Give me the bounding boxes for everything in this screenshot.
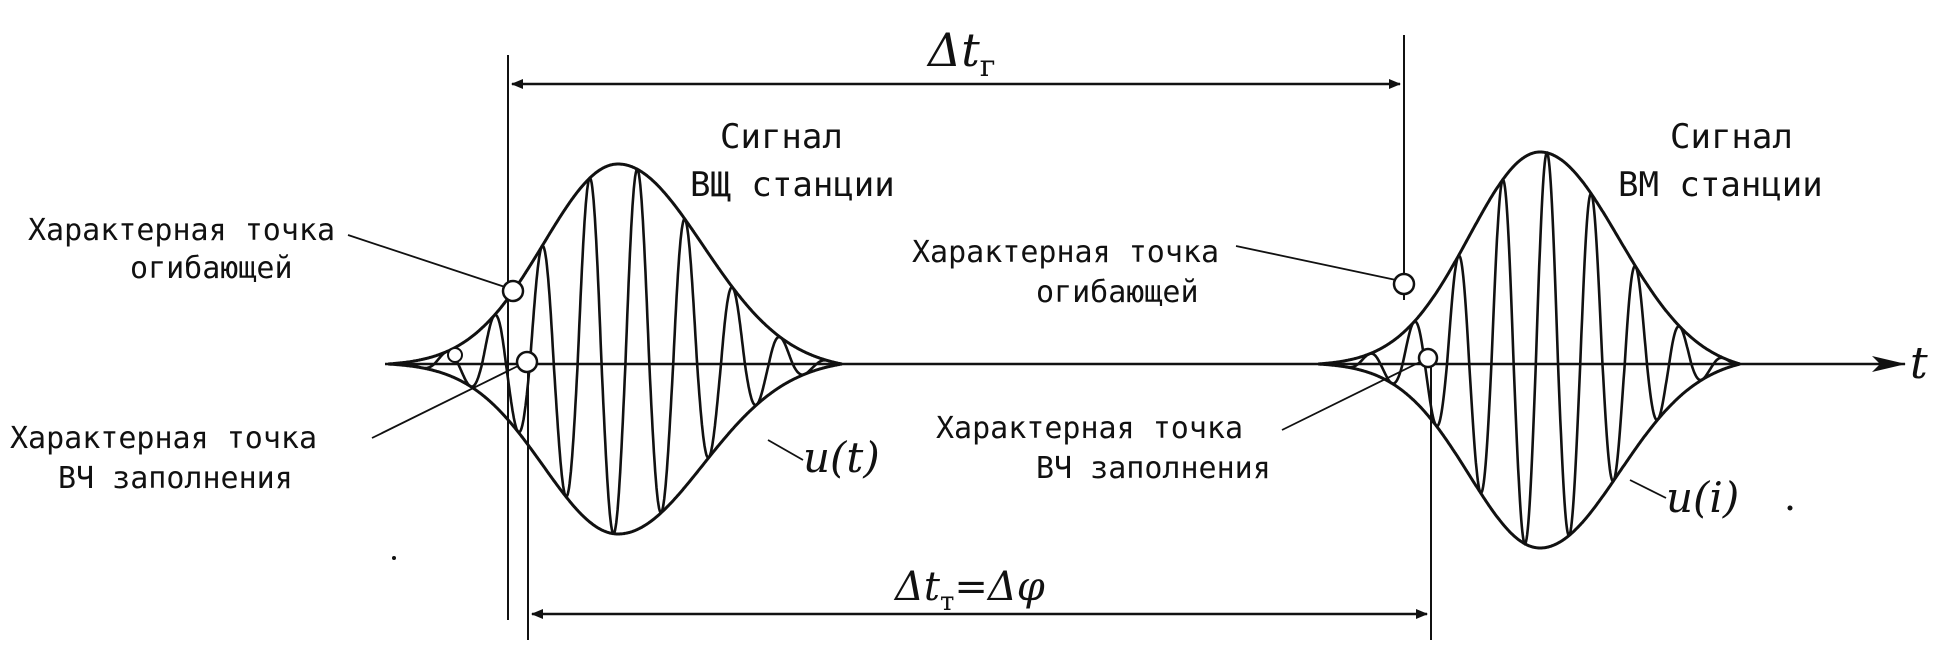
signal-2-hf-leader: [1281, 361, 1421, 431]
signal-1-envelope-point-label-line2: огибающей: [130, 251, 293, 286]
signal-2-envelope-leader: [1235, 245, 1397, 281]
tt-label: Δtт=Δφ: [893, 564, 1045, 617]
signal-1-envelope-leader: [347, 234, 506, 288]
signal-1-envelope-upper: [388, 162, 843, 366]
signal-1-title-line2: ВЩ станции: [690, 165, 895, 205]
speck: [392, 556, 396, 560]
tg-label: Δtг: [926, 23, 995, 84]
signal-1-hf-leader: [371, 365, 519, 439]
signal-2-envelope-point: [1392, 272, 1416, 296]
signal-1-small-point: [447, 347, 463, 363]
signal-1-waveform-leader: [767, 439, 804, 461]
signal-2-pulse: [1318, 150, 1741, 550]
signal-2-waveform-label: u(i): [1666, 473, 1739, 522]
signal-1-title-line1: Сигнал: [720, 117, 843, 157]
signal-2-hf-carrier: [1318, 151, 1741, 546]
signal-1-hf-carrier: [388, 167, 842, 536]
signal-1-envelope-point: [501, 279, 525, 303]
signal-2-envelope-point-label-line2: огибающей: [1036, 275, 1199, 310]
signal-1-envelope-point-label-line1: Характерная точка: [28, 213, 335, 248]
signal-2-envelope-point-label-line1: Характерная точка: [912, 235, 1219, 270]
time-axis-label: t: [1910, 338, 1928, 389]
signal-1-envelope-lower: [388, 362, 843, 536]
signal-1-pulse: [388, 162, 843, 536]
signal-1-hf-point: [515, 350, 539, 374]
signal-1-hf-point-label-line1: Характерная точка: [10, 421, 317, 456]
signal-2-hf-point-label-line1: Характерная точка: [936, 411, 1243, 446]
speck: [1787, 505, 1793, 511]
signal-2-envelope-upper: [1318, 150, 1741, 366]
signal-1-hf-point-label-line2: ВЧ заполнения: [58, 461, 293, 496]
signal-2-hf-point-label-line2: ВЧ заполнения: [1036, 451, 1271, 486]
signal-2-title-line1: Сигнал: [1670, 117, 1793, 157]
signal-2-waveform-leader: [1629, 479, 1667, 499]
signal-2-title-line2: ВМ станции: [1618, 165, 1823, 205]
signal-1-waveform-label: u(t): [803, 433, 880, 482]
signal-2-hf-point: [1417, 347, 1439, 369]
